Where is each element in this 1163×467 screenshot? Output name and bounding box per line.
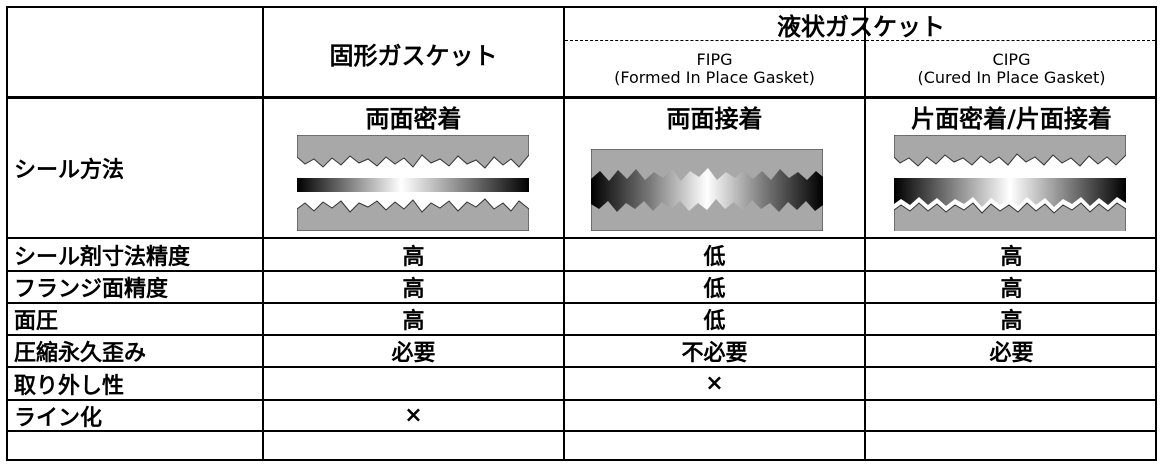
cipg-full-name: (Cured In Place Gasket) [917, 68, 1106, 87]
seal-method-cipg: 片面密着/片面接着 [911, 104, 1112, 133]
table-cell: 高 [402, 277, 425, 302]
upper-flange [894, 135, 1126, 167]
table-cell: × [705, 371, 724, 396]
table-cell: 必要 [391, 341, 436, 366]
seal-method-fipg: 両面接着 [666, 104, 763, 133]
table-cell [264, 368, 563, 399]
row-divider [8, 430, 1155, 432]
table-cell [565, 401, 864, 430]
header-divider [8, 96, 1155, 99]
lower-flange [297, 198, 529, 231]
solid-gasket-bar [297, 178, 529, 192]
table-cell: 低 [703, 277, 726, 302]
lower-flange [894, 202, 1126, 231]
table-cell: × [404, 403, 423, 428]
row-divider [8, 366, 1155, 368]
row-label-flange-surface-accuracy: フランジ面精度 [14, 277, 169, 302]
table-cell: 高 [402, 244, 425, 270]
row-label-seal-method: シール方法 [14, 158, 125, 183]
col-divider [864, 8, 866, 459]
table-cell: 高 [402, 309, 425, 334]
header-fipg: FIPG (Formed In Place Gasket) [565, 42, 864, 96]
row-divider [8, 399, 1155, 401]
fipg-diagram [591, 149, 823, 231]
fipg-sealant-layer [591, 168, 823, 212]
header-solid-gasket: 固形ガスケット [329, 41, 498, 70]
fipg-code: FIPG [696, 50, 733, 69]
solid-gasket-diagram [297, 135, 529, 231]
row-divider [8, 334, 1155, 336]
header-cipg: CIPG (Cured In Place Gasket) [866, 42, 1157, 96]
upper-flange [297, 135, 529, 169]
table-cell: 高 [1000, 309, 1023, 334]
table-cell [866, 368, 1157, 399]
table-cell [866, 401, 1157, 430]
header-liquid-gasket: 液状ガスケット [777, 12, 945, 41]
table-cell: 不必要 [681, 341, 748, 366]
col-divider [262, 8, 264, 459]
row-label-line-integration: ライン化 [14, 405, 103, 431]
gasket-comparison-table: 固形ガスケット 液状ガスケット FIPG (Formed In Place Ga… [6, 6, 1157, 461]
row-label-surface-pressure: 面圧 [14, 309, 59, 334]
row-label-sealant-dimension-accuracy: シール剤寸法精度 [14, 244, 191, 270]
row-divider [8, 237, 1155, 239]
fipg-full-name: (Formed In Place Gasket) [614, 68, 815, 87]
table-cell: 必要 [989, 341, 1034, 366]
table-cell: 高 [1000, 277, 1023, 302]
header-dashed-divider [565, 40, 1155, 41]
row-divider [8, 302, 1155, 304]
cipg-diagram [894, 135, 1126, 231]
row-label-removability: 取り外し性 [14, 373, 125, 399]
row-label-compression-set: 圧縮永久歪み [14, 341, 147, 366]
col-divider [563, 8, 565, 459]
table-cell: 高 [1000, 244, 1023, 270]
cipg-cured-sealant [894, 178, 1126, 207]
table-cell: 低 [703, 244, 726, 270]
row-divider [8, 270, 1155, 272]
seal-method-solid: 両面密着 [365, 104, 462, 133]
table-cell: 低 [703, 309, 726, 334]
cipg-code: CIPG [992, 50, 1031, 69]
